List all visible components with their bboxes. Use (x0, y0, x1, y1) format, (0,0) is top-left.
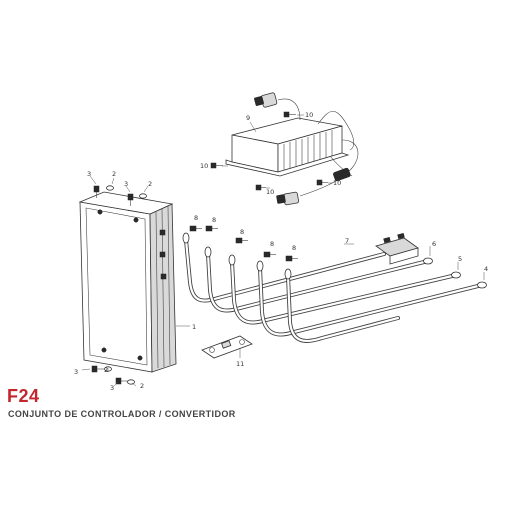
controller-box (78, 191, 177, 373)
callout-cable-5: 5 (458, 255, 462, 263)
converter-bottom-connector (276, 191, 300, 206)
callout-screw: 3 (124, 180, 128, 188)
callout-bolt: 8 (194, 214, 198, 222)
callout-washer: 2 (148, 180, 152, 188)
ring-terminal-icon (182, 232, 292, 280)
callout-bolt: 8 (292, 244, 296, 252)
callout-screw: 3 (87, 170, 91, 178)
callout-bolt: 8 (270, 240, 274, 248)
callout-screw: 3 (74, 368, 78, 376)
terminal-block (375, 232, 419, 265)
callout-fuse: 11 (236, 360, 244, 368)
controller-screw-icon (91, 185, 134, 385)
callout-bolt: 8 (240, 228, 244, 236)
end-lug-icon (423, 257, 487, 289)
callout-washer: 2 (112, 170, 116, 178)
fuse-part (201, 335, 253, 359)
callout-washer: 2 (140, 382, 144, 390)
figure-caption: CONJUNTO DE CONTROLADOR / CONVERTIDOR (8, 409, 236, 419)
converter-screw-icon (210, 111, 328, 191)
callout-converter-screw: 10 (266, 188, 274, 196)
callout-bolt: 8 (212, 216, 216, 224)
converter-top-connector (254, 92, 278, 108)
cable-bundle (184, 238, 480, 343)
converter-unit (225, 98, 359, 197)
callout-converter: 9 (246, 114, 250, 122)
callout-converter-screw: 10 (305, 111, 313, 119)
callout-converter-screw: 10 (200, 162, 208, 170)
figure-code: F24 (7, 386, 40, 406)
callout-controller: 1 (192, 323, 196, 331)
inline-fuse-holder (333, 167, 351, 182)
callout-cable-4: 4 (484, 265, 488, 273)
callout-screw: 3 (110, 384, 114, 392)
callout-converter-screw: 10 (333, 179, 341, 187)
bolt-icon (189, 225, 298, 262)
callout-labels: 9 10 10 10 10 3 2 3 2 8 8 8 8 8 7 6 5 4 … (74, 111, 488, 392)
callout-cable-6: 6 (432, 240, 436, 248)
callout-washer: 2 (104, 366, 108, 374)
leader-lines (81, 114, 485, 387)
callout-cable-7: 7 (345, 237, 349, 245)
